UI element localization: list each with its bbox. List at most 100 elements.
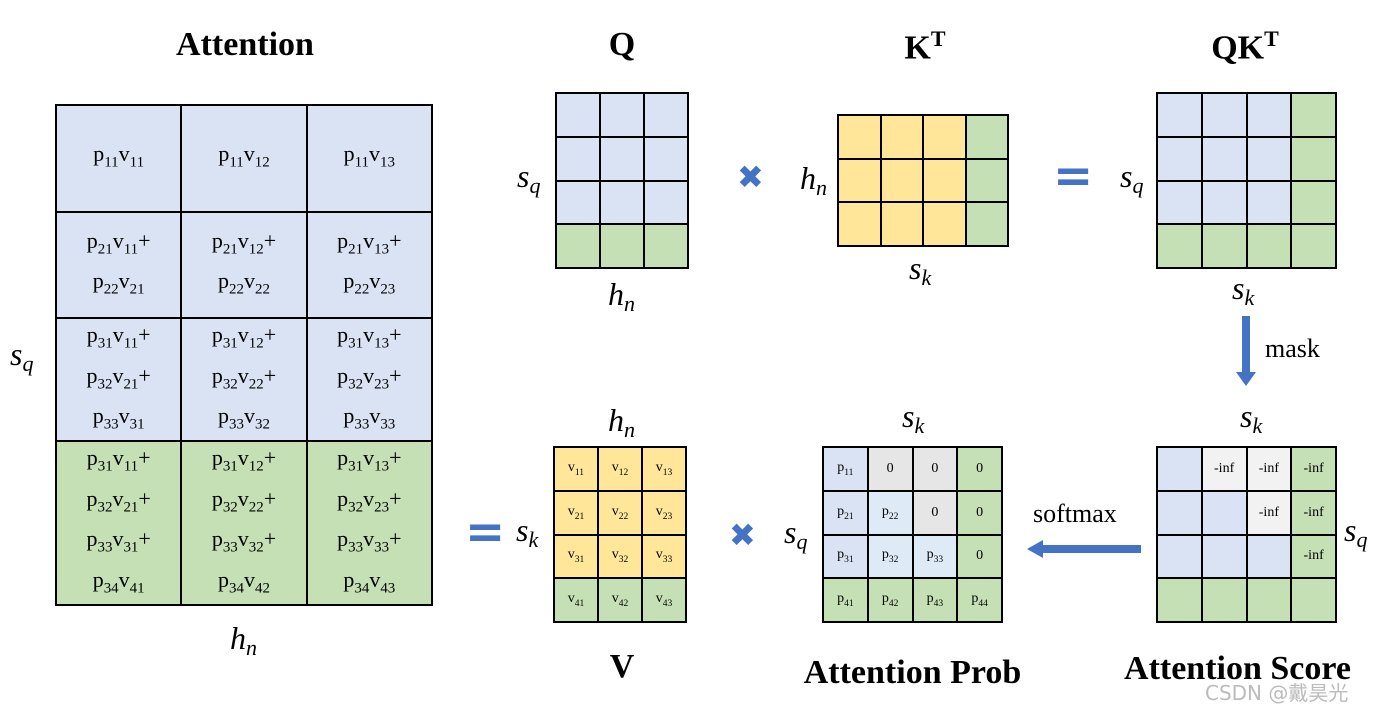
kt-cell xyxy=(880,158,923,203)
score-cell: -inf xyxy=(1246,490,1292,535)
qkt-matrix xyxy=(1156,92,1337,269)
equals-operator-1: = xyxy=(1053,148,1094,204)
attention-cell: p11v12 xyxy=(181,105,307,212)
prob-cell: 0 xyxy=(957,534,1002,579)
equals-operator-2: = xyxy=(465,504,506,560)
attention-cell: p31v13+p32v23+p33v33+p34v43 xyxy=(306,441,432,605)
q-cell xyxy=(644,93,688,137)
q-hn-label: hn xyxy=(608,276,635,316)
qkt-sq-label: sq xyxy=(1120,158,1144,198)
v-cell: v12 xyxy=(598,447,642,491)
score-sk-label: sk xyxy=(1240,398,1263,438)
attention-hn-label: hn xyxy=(230,620,257,660)
q-cell xyxy=(600,136,644,181)
multiply-operator-1: ✖ xyxy=(737,158,764,196)
score-cell: -inf xyxy=(1291,534,1336,579)
prob-cell: 0 xyxy=(912,490,958,535)
kt-cell xyxy=(838,158,881,203)
kt-cell xyxy=(880,202,923,246)
watermark: CSDN @戴昊光 xyxy=(1205,681,1349,705)
q-cell xyxy=(556,136,600,181)
prob-cell: p42 xyxy=(867,578,913,622)
kt-cell xyxy=(965,202,1008,246)
v-cell: v41 xyxy=(554,578,598,622)
attention-cell: p11v11 xyxy=(56,105,182,212)
attention-title: Attention xyxy=(176,26,314,63)
attention-cell: p21v13+p22v23 xyxy=(306,211,432,319)
score-cell xyxy=(1246,534,1292,579)
qkt-cell xyxy=(1201,224,1247,268)
qkt-cell xyxy=(1291,180,1336,225)
attention-cell: p21v12+p22v22 xyxy=(181,211,307,319)
q-cell xyxy=(644,180,688,225)
attention-prob-title: Attention Prob xyxy=(803,654,1022,691)
qkt-cell xyxy=(1157,180,1202,225)
score-sq-label: sq xyxy=(1344,512,1368,552)
qkt-cell xyxy=(1201,180,1247,225)
qkt-cell xyxy=(1246,224,1292,268)
prob-cell: p44 xyxy=(957,578,1002,622)
score-cell: -inf xyxy=(1246,447,1292,491)
softmax-arrow-icon xyxy=(1027,540,1141,558)
q-cell xyxy=(556,180,600,225)
score-cell xyxy=(1157,490,1202,535)
q-sq-label: sq xyxy=(517,158,541,198)
v-sk-label: sk xyxy=(516,512,539,552)
q-cell xyxy=(556,93,600,137)
q-cell xyxy=(600,93,644,137)
qkt-cell xyxy=(1201,136,1247,181)
kt-cell xyxy=(838,115,881,159)
v-cell: v22 xyxy=(598,490,642,535)
prob-cell: p22 xyxy=(867,490,913,535)
v-cell: v13 xyxy=(642,447,686,491)
v-cell: v31 xyxy=(554,534,598,579)
prob-cell: 0 xyxy=(912,447,958,491)
q-title: Q xyxy=(608,26,636,63)
prob-cell: p33 xyxy=(912,534,958,579)
v-cell: v43 xyxy=(642,578,686,622)
v-cell: v21 xyxy=(554,490,598,535)
q-matrix xyxy=(555,92,689,269)
qkt-cell xyxy=(1291,224,1336,268)
score-cell xyxy=(1291,578,1336,622)
score-cell xyxy=(1157,578,1202,622)
kt-cell xyxy=(838,202,881,246)
score-cell xyxy=(1157,534,1202,579)
qkt-cell xyxy=(1201,93,1247,137)
score-cell xyxy=(1246,578,1292,622)
qkt-cell xyxy=(1246,136,1292,181)
attention-cell: p11v13 xyxy=(306,105,432,212)
prob-sq-label: sq xyxy=(784,514,808,554)
v-cell: v23 xyxy=(642,490,686,535)
mask-arrow-icon xyxy=(1236,316,1256,386)
prob-cell: 0 xyxy=(957,447,1002,491)
attention-score-title: Attention Score xyxy=(1124,650,1351,687)
score-cell xyxy=(1201,490,1247,535)
prob-cell: p11 xyxy=(823,447,868,491)
score-cell xyxy=(1201,578,1247,622)
score-cell: -inf xyxy=(1201,447,1247,491)
attention-cell: p21v11+p22v21 xyxy=(56,211,182,319)
v-title: V xyxy=(609,648,635,685)
kt-cell xyxy=(923,115,966,159)
attention-score-matrix: -inf-inf-inf-inf-inf-inf xyxy=(1156,446,1337,623)
attention-cell: p31v11+p32v21+p33v31 xyxy=(56,318,182,442)
q-cell xyxy=(600,180,644,225)
mask-label: mask xyxy=(1265,334,1320,363)
attention-cell: p31v13+p32v23+p33v33 xyxy=(306,318,432,442)
attention-cell: p31v12+p32v22+p33v32 xyxy=(181,318,307,442)
prob-cell: p31 xyxy=(823,534,868,579)
qkt-cell xyxy=(1157,136,1202,181)
kt-title: KT xyxy=(904,26,946,67)
prob-cell: p43 xyxy=(912,578,958,622)
prob-cell: p32 xyxy=(867,534,913,579)
kt-matrix xyxy=(837,114,1009,247)
prob-cell: 0 xyxy=(867,447,913,491)
prob-cell: p21 xyxy=(823,490,868,535)
q-cell xyxy=(600,224,644,268)
multiply-operator-2: ✖ xyxy=(729,516,756,554)
qkt-cell xyxy=(1157,93,1202,137)
attention-cell: p31v11+p32v21+p33v31+p34v41 xyxy=(56,441,182,605)
